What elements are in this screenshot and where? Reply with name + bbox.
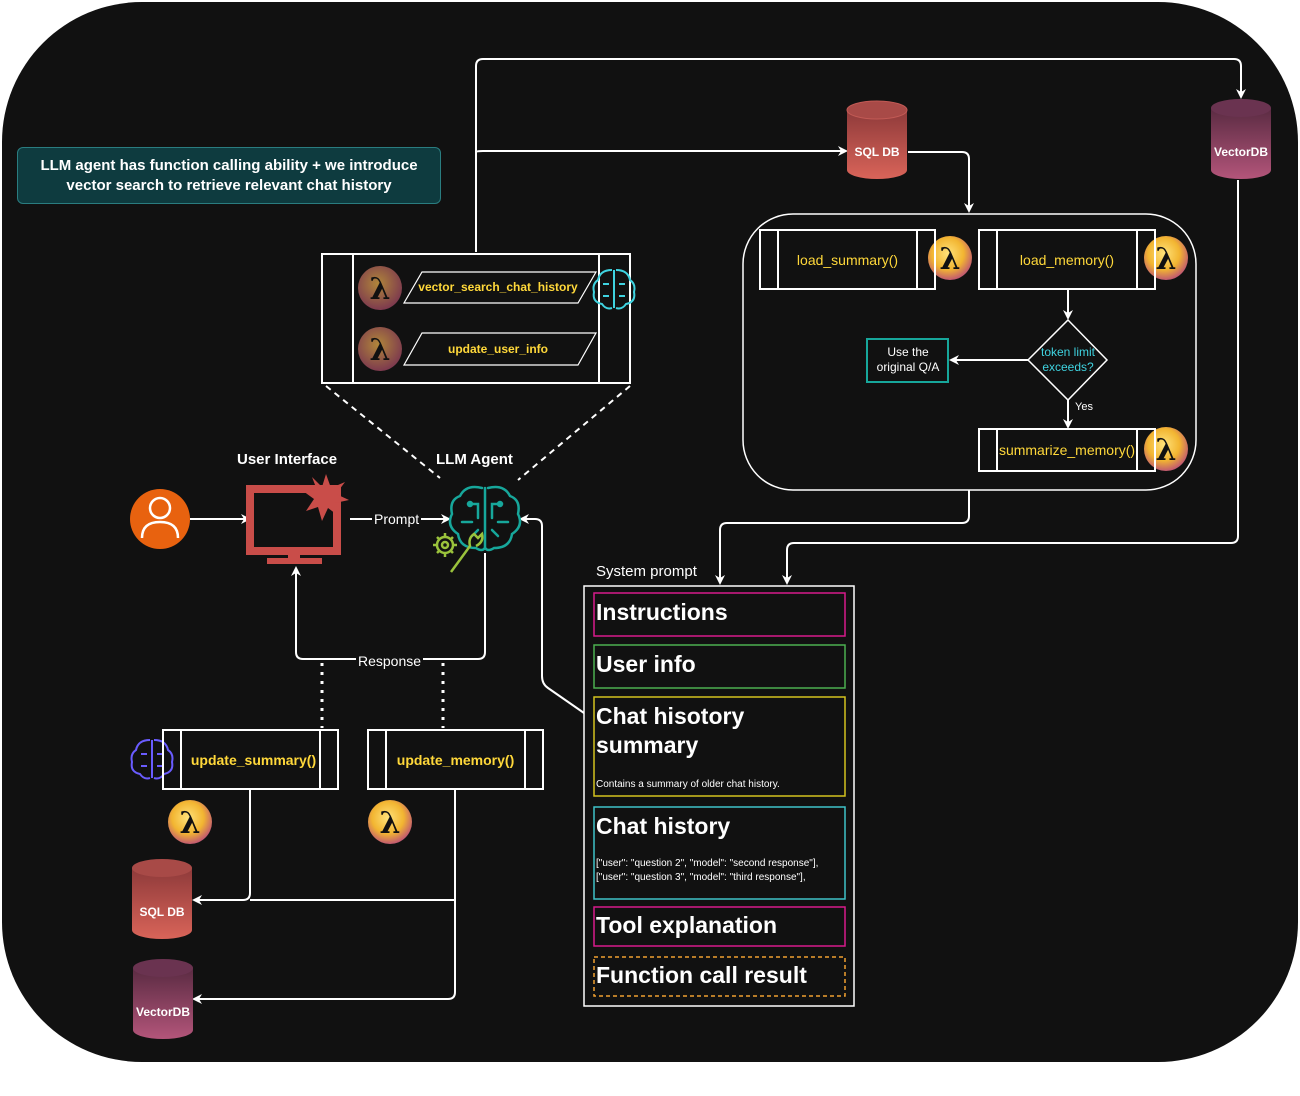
sp-user-info: User info: [594, 650, 845, 679]
lambda-icon: λ: [928, 236, 972, 280]
vector-db-bottom: [133, 959, 193, 1039]
brain-circuit-icon: [592, 269, 636, 310]
sp-function-call-result: Function call result: [594, 961, 845, 990]
vector-search-tool-shape: [402, 271, 598, 304]
sql-db-bottom: [132, 859, 192, 939]
memory-panel: [742, 213, 1197, 491]
load-memory-box: load_memory(): [978, 229, 1156, 290]
connector-vectordb-to-system-prompt: [782, 180, 1239, 585]
caption-text: LLM agent has function calling ability +…: [40, 156, 418, 194]
sp-summary-title: Chat hisotory summary: [596, 703, 745, 758]
sp-user-info-title: User info: [596, 651, 696, 677]
vector-db-top: [1211, 99, 1271, 179]
brain-circuit-icon: [448, 485, 522, 552]
svg-text:λ: λ: [1155, 242, 1176, 277]
vector-db-top-label: VectorDB: [1213, 145, 1269, 159]
vector-search-tool-label: vector_search_chat_history: [418, 280, 578, 294]
vector-db-bottom-label: VectorDB: [135, 1005, 191, 1019]
connector-tools-to-vectordb: [475, 58, 1246, 252]
svg-text:λ: λ: [939, 242, 960, 277]
user-interface-label: User Interface: [237, 451, 338, 468]
svg-text:λ: λ: [379, 806, 400, 841]
connector-update-summary-to-sqldb: [192, 789, 251, 905]
sp-function-call-result-title: Function call result: [596, 962, 807, 988]
fallback-label: Use the original Q/A: [876, 345, 940, 374]
summarize-memory-box: summarize_memory(): [978, 428, 1156, 472]
sql-db-top: [846, 100, 908, 179]
sp-result-border: [593, 956, 846, 997]
sp-user-info-border: [593, 644, 846, 689]
dotted-tools-right: [517, 385, 631, 481]
sp-instructions: Instructions: [594, 598, 845, 627]
sp-summary: Chat hisotory summary Contains a summary…: [594, 702, 845, 792]
svg-text:λ: λ: [179, 806, 200, 841]
lambda-icon: λ: [358, 266, 402, 310]
sp-summary-note: Contains a summary of older chat history…: [596, 779, 780, 790]
user-avatar-icon: [130, 489, 190, 549]
decision-label: token limit exceeds?: [1040, 345, 1096, 374]
system-prompt-label: System prompt: [596, 563, 697, 580]
connector-system-prompt-to-agent: [519, 514, 585, 714]
brain-circuit-icon: [130, 739, 174, 780]
sql-db-top-label: SQL DB: [854, 145, 900, 159]
sp-instructions-title: Instructions: [596, 599, 728, 625]
update-summary-label: update_summary(): [190, 751, 317, 768]
svg-text:λ: λ: [369, 333, 390, 368]
load-memory-label: load_memory(): [1019, 251, 1115, 268]
lambda-icon: λ: [358, 327, 402, 371]
decision-diamond: [1026, 318, 1109, 402]
sp-tool-explanation-title: Tool explanation: [596, 912, 778, 938]
load-summary-box: load_summary(): [759, 229, 936, 290]
dotted-tools-left: [325, 385, 441, 479]
yes-label: Yes: [1075, 401, 1093, 413]
lambda-icon: λ: [168, 800, 212, 844]
load-summary-label: load_summary(): [796, 251, 899, 268]
gear-icon: [433, 531, 484, 573]
fallback-box: [866, 338, 949, 383]
connector-sqldb-to-panel: [908, 151, 974, 213]
connector-update-memory-to-vectordb: [192, 900, 456, 1004]
update-user-info-tool-label: update_user_info: [447, 342, 549, 356]
sp-history: Chat history ["user": "question 2", "mod…: [594, 812, 845, 885]
lambda-icon: λ: [368, 800, 412, 844]
sp-history-line-2: ["user": "question 3", "model": "third r…: [596, 872, 806, 883]
response-label: Response: [356, 653, 424, 669]
llm-agent-label: LLM Agent: [436, 451, 513, 468]
sp-instructions-border: [593, 592, 846, 637]
update-memory-label: update_memory(): [396, 751, 515, 768]
diagram-caption: LLM agent has function calling ability +…: [17, 147, 441, 204]
sp-tool-explanation: Tool explanation: [594, 911, 845, 940]
sp-summary-border: [593, 696, 846, 797]
monitor-icon: [246, 474, 349, 564]
update-user-info-tool-shape: [402, 332, 598, 366]
sql-db-bottom-label: SQL DB: [139, 905, 185, 919]
connector-tools-to-sqldb: [475, 146, 848, 156]
update-summary-box: update_summary(): [162, 729, 339, 790]
sp-tool-border: [593, 906, 846, 947]
connector-panel-to-system-prompt: [715, 490, 970, 585]
svg-text:λ: λ: [1155, 433, 1176, 468]
update-memory-box: update_memory(): [367, 729, 544, 790]
summarize-memory-label: summarize_memory(): [998, 442, 1136, 458]
sp-history-title: Chat history: [596, 813, 731, 839]
sp-history-line-1: ["user": "question 2", "model": "second …: [596, 858, 819, 869]
prompt-label: Prompt: [372, 511, 422, 527]
sp-history-border: [593, 806, 846, 900]
svg-text:λ: λ: [369, 272, 390, 307]
